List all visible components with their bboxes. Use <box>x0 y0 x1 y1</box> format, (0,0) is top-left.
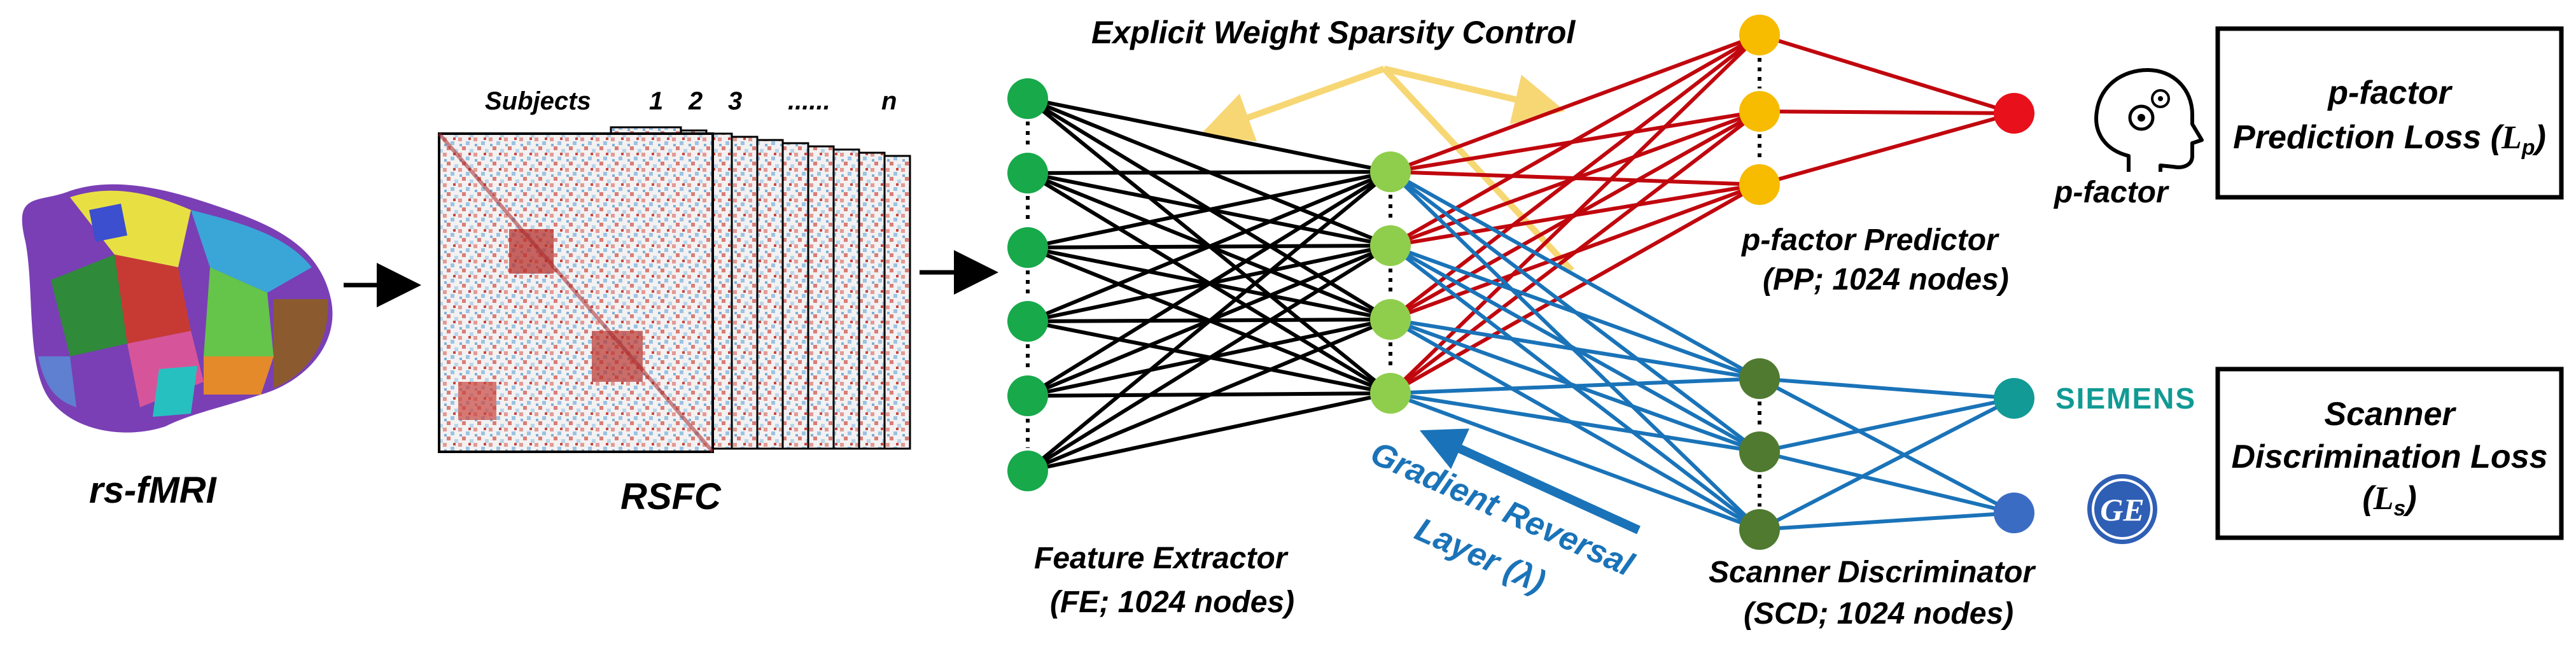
pfactor-loss-box <box>2215 26 2564 200</box>
rsfc-label: RSFC <box>620 476 722 517</box>
brain-surface-icon <box>22 184 333 433</box>
pp-label-line2: (PP; 1024 nodes) <box>1763 263 2009 297</box>
scanner-loss-line2: Discrimination Loss <box>2232 438 2548 475</box>
sparsity-label: Explicit Weight Sparsity Control <box>1091 15 1576 50</box>
fe-edge <box>1026 170 1392 473</box>
fe-edge <box>1027 170 1391 175</box>
pfactor-loss-line2: Prediction Loss (Lp) <box>2233 119 2546 160</box>
fe-input-node <box>1007 227 1048 268</box>
fe-edges <box>1026 97 1392 473</box>
subject-ellipsis-label: ...... <box>788 87 830 115</box>
pp-edge <box>1389 33 1761 174</box>
pp-node <box>1739 164 1780 205</box>
scd-node <box>1739 358 1780 399</box>
rs-fmri-label: rs-fMRI <box>89 470 218 511</box>
scd-edge <box>1389 170 1761 381</box>
fe-edge <box>1027 391 1391 473</box>
scd-output-edge <box>1759 511 2015 531</box>
fe-edge <box>1026 170 1392 323</box>
sparsity-arrow-right <box>1383 66 1565 125</box>
fe-edge <box>1027 97 1391 174</box>
pp-edge <box>1389 183 1761 395</box>
subject-3-label: 3 <box>728 87 742 115</box>
node-ellipses <box>1026 58 1761 507</box>
scanner-loss-line1: Scanner <box>2324 396 2456 433</box>
pfactor-loss-line1: p-factor <box>2327 74 2453 111</box>
fe-edge <box>1027 170 1391 249</box>
siemens-output-node <box>1994 378 2034 419</box>
scd-node <box>1739 509 1780 550</box>
sparsity-arrow-left <box>1200 66 1385 142</box>
siemens-label: SIEMENS <box>2055 382 2196 415</box>
pp-output-edge <box>1759 111 2015 186</box>
scd-edges <box>1389 170 2015 531</box>
pp-label-line1: p-factor Predictor <box>1740 223 1999 257</box>
fe-edge <box>1026 244 1392 473</box>
pp-edge <box>1389 33 1761 395</box>
head-gears-icon <box>2094 68 2204 172</box>
scd-output-edge <box>1759 377 2015 400</box>
fe-input-node <box>1007 153 1048 193</box>
subject-2-label: 2 <box>688 87 703 115</box>
fe-edge <box>1026 318 1392 473</box>
pp-edge <box>1389 109 1761 395</box>
scanner-loss-box <box>2215 367 2564 540</box>
scd-edge <box>1389 244 1761 381</box>
pp-node <box>1739 15 1780 55</box>
pp-edge <box>1389 33 1761 248</box>
scanner-loss-line3: (Ls) <box>2362 480 2416 521</box>
fe-hidden-node <box>1370 151 1411 192</box>
scd-node <box>1739 431 1780 472</box>
pp-edges <box>1389 33 2015 395</box>
fe-hidden-node <box>1370 373 1411 414</box>
fe-label-line1: Feature Extractor <box>1034 542 1289 575</box>
fe-hidden-node <box>1370 225 1411 266</box>
subject-1-label: 1 <box>649 87 663 115</box>
scd-output-edge <box>1758 377 2015 515</box>
scd-label-line2: (SCD; 1024 nodes) <box>1744 597 2013 631</box>
scd-edge <box>1390 377 1760 395</box>
scd-edge <box>1390 391 1760 454</box>
scd-edge <box>1389 391 1761 531</box>
subject-n-label: n <box>881 87 897 115</box>
fe-hidden-node <box>1370 299 1411 340</box>
fe-label-line2: (FE; 1024 nodes) <box>1050 585 1294 619</box>
ge-output-node <box>1994 493 2034 533</box>
gradient-reversal-arrow <box>1419 428 1641 535</box>
network-nodes <box>1007 15 2034 550</box>
pp-output-edge <box>1759 109 2015 115</box>
scd-label-line1: Scanner Discriminator <box>1709 556 2036 589</box>
fe-input-node <box>1007 78 1048 119</box>
scd-output-edge <box>1759 450 2015 515</box>
fe-edge <box>1026 170 1392 398</box>
pfactor-label: p-factor <box>2053 176 2169 209</box>
pp-output-edge <box>1759 33 2015 115</box>
fe-input-node <box>1007 451 1048 491</box>
ge-logo-text: GE <box>2100 492 2144 528</box>
pp-edge <box>1389 33 1761 321</box>
fe-input-node <box>1007 301 1048 342</box>
pfactor-output-node <box>1994 93 2034 134</box>
scd-output-edge <box>1759 396 2015 454</box>
ge-logo-icon: GE <box>2087 474 2157 544</box>
scd-edge <box>1390 318 1760 381</box>
scd-output-edge <box>1758 396 2015 531</box>
pp-node <box>1739 91 1780 132</box>
subjects-label: Subjects <box>485 87 591 115</box>
connectivity-matrix-icon <box>437 126 911 453</box>
fe-input-node <box>1007 375 1048 416</box>
